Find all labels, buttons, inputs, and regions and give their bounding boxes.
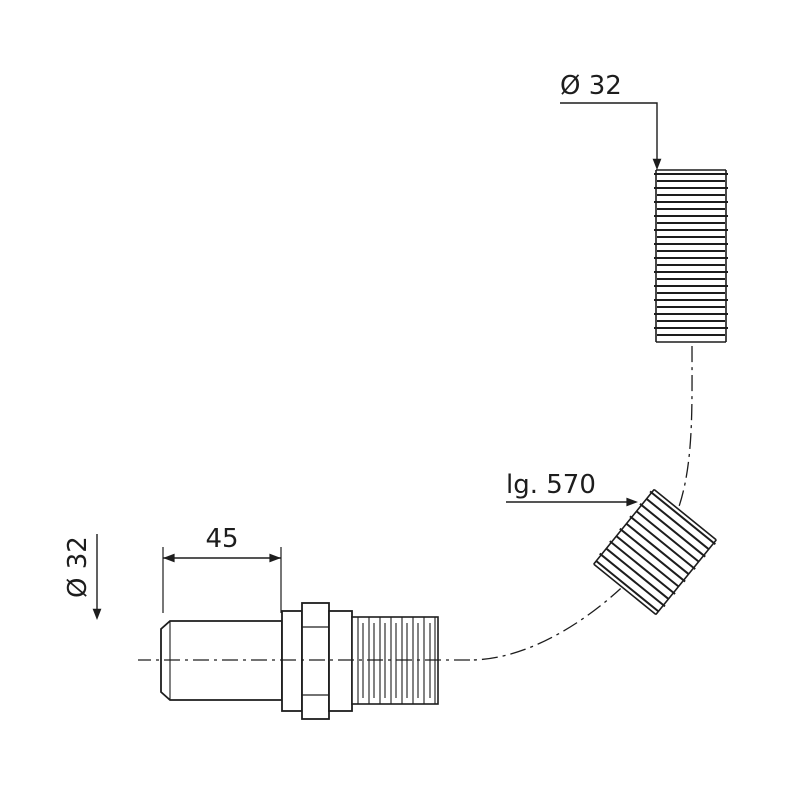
dimension-diameter-left: Ø 32 xyxy=(63,534,102,620)
arrow-left-icon xyxy=(163,553,175,563)
hose-vertical-outline xyxy=(655,169,727,343)
arrow-right-icon xyxy=(626,497,638,507)
fitting-nut xyxy=(301,602,330,720)
hose-bend-section xyxy=(590,486,720,618)
hose-bend-body xyxy=(590,486,720,618)
dimension-diameter-top: Ø 32 xyxy=(560,71,662,170)
hose-vertical-ribs-short xyxy=(657,180,725,336)
hose-length-label: lg. 570 xyxy=(506,470,596,500)
arrow-down-icon xyxy=(92,608,102,620)
hose-bend-ribs-short xyxy=(595,498,710,613)
dimension-hose-length: lg. 570 xyxy=(506,470,638,507)
inlet-length-label: 45 xyxy=(205,524,238,554)
dimension-inlet-length: 45 xyxy=(162,524,282,613)
hose-bend-ribs-long xyxy=(599,490,716,608)
hose-vertical-ribs-long xyxy=(654,173,728,329)
inlet-length-extension-lines xyxy=(162,547,282,613)
arrow-down-icon xyxy=(652,158,662,170)
hose-vertical-section xyxy=(654,169,728,343)
diameter-left-label: Ø 32 xyxy=(63,536,93,598)
diameter-top-leader-line xyxy=(560,102,658,160)
arrow-right-icon xyxy=(269,553,281,563)
hose-bend-outline xyxy=(593,488,717,616)
diameter-top-label: Ø 32 xyxy=(560,71,622,101)
fitting-ring-right xyxy=(328,610,353,712)
fitting-nut-facets xyxy=(302,626,329,696)
fitting-ring-left xyxy=(281,610,303,712)
inlet-fitting xyxy=(160,602,439,720)
